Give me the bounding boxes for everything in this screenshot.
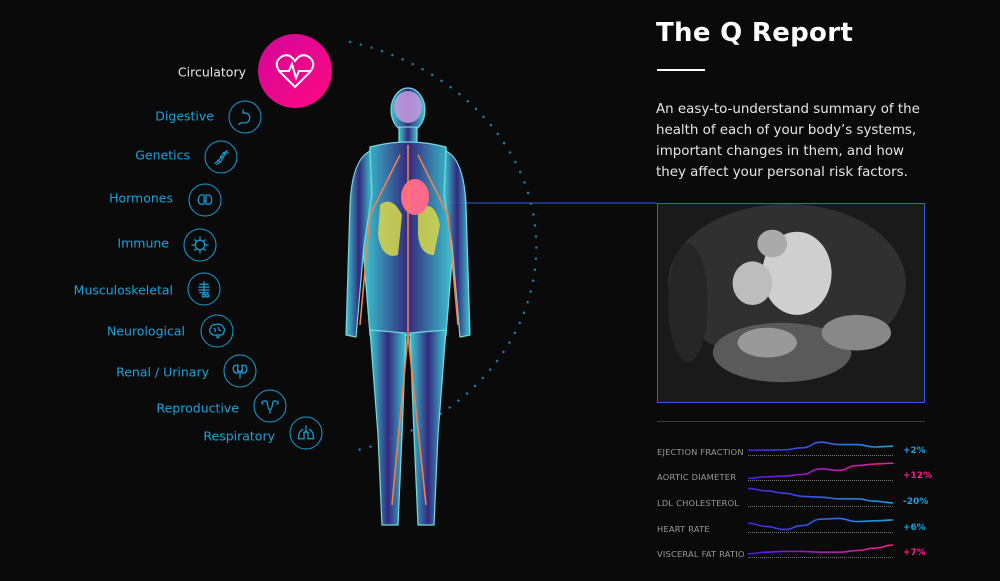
- metric-row[interactable]: LDL CHOLESTEROL -20%: [657, 487, 929, 512]
- system-label: Reproductive: [156, 400, 239, 416]
- metric-label: AORTIC DIAMETER: [657, 472, 737, 482]
- metric-sparkline: [748, 441, 894, 451]
- system-label: Immune: [117, 235, 169, 251]
- metric-label: LDL CHOLESTEROL: [657, 498, 740, 508]
- metric-change: +12%: [903, 471, 933, 481]
- sparkline-path: [747, 544, 894, 555]
- metric-change: +2%: [903, 446, 926, 456]
- report-description: An easy-to-understand summary of the hea…: [656, 102, 920, 180]
- thyroid-icon[interactable]: [188, 183, 222, 217]
- metric-row[interactable]: EJECTION FRACTION +2%: [657, 441, 927, 461]
- system-label: Neurological: [106, 323, 185, 339]
- sparkline-path: [747, 462, 894, 480]
- system-label: Musculoskeletal: [73, 282, 173, 298]
- metric-row[interactable]: VISCERAL FAT RATIO +7%: [657, 543, 927, 563]
- system-label: Circulatory: [177, 64, 246, 80]
- metric-label: VISCERAL FAT RATIO: [657, 549, 745, 559]
- metric-label: HEART RATE: [657, 524, 710, 534]
- divider: [657, 421, 925, 422]
- stomach-icon[interactable]: [228, 100, 262, 134]
- metric-label: EJECTION FRACTION: [657, 447, 744, 457]
- uterus-icon[interactable]: [253, 389, 287, 423]
- metric-change: -20%: [903, 497, 929, 507]
- baseline: [748, 557, 893, 558]
- body-scan-figure: [345, 87, 471, 526]
- metric-change: +6%: [903, 523, 926, 533]
- metric-sparkline: [747, 462, 894, 480]
- system-label: Digestive: [155, 108, 214, 124]
- virus-icon[interactable]: [183, 228, 217, 262]
- dna-icon[interactable]: [204, 140, 238, 174]
- system-label: Respiratory: [203, 428, 275, 444]
- system-label: Hormones: [109, 190, 173, 206]
- sparkline-path: [748, 441, 894, 451]
- baseline: [748, 532, 893, 533]
- heart-pulse-icon[interactable]: [258, 34, 332, 108]
- metric-sparkline: [747, 544, 894, 555]
- ribcage-icon[interactable]: [187, 272, 221, 306]
- lungs-icon[interactable]: [289, 416, 323, 450]
- metric-sparkline: [747, 487, 894, 504]
- heart-mri-image: [657, 203, 925, 403]
- sparkline-path: [747, 487, 894, 504]
- metric-sparkline: [747, 517, 894, 531]
- baseline: [748, 455, 893, 456]
- system-label: Renal / Urinary: [116, 364, 209, 380]
- metric-row[interactable]: AORTIC DIAMETER +12%: [657, 462, 932, 486]
- baseline: [748, 480, 893, 481]
- baseline: [748, 506, 893, 507]
- metric-row[interactable]: HEART RATE +6%: [657, 517, 927, 538]
- kidney-icon[interactable]: [223, 354, 257, 388]
- brain-icon[interactable]: [200, 314, 234, 348]
- title-underline: [657, 69, 705, 71]
- page-title: The Q Report: [656, 18, 854, 48]
- system-label: Genetics: [135, 147, 190, 163]
- sparkline-path: [747, 517, 894, 531]
- metric-change: +7%: [903, 548, 926, 558]
